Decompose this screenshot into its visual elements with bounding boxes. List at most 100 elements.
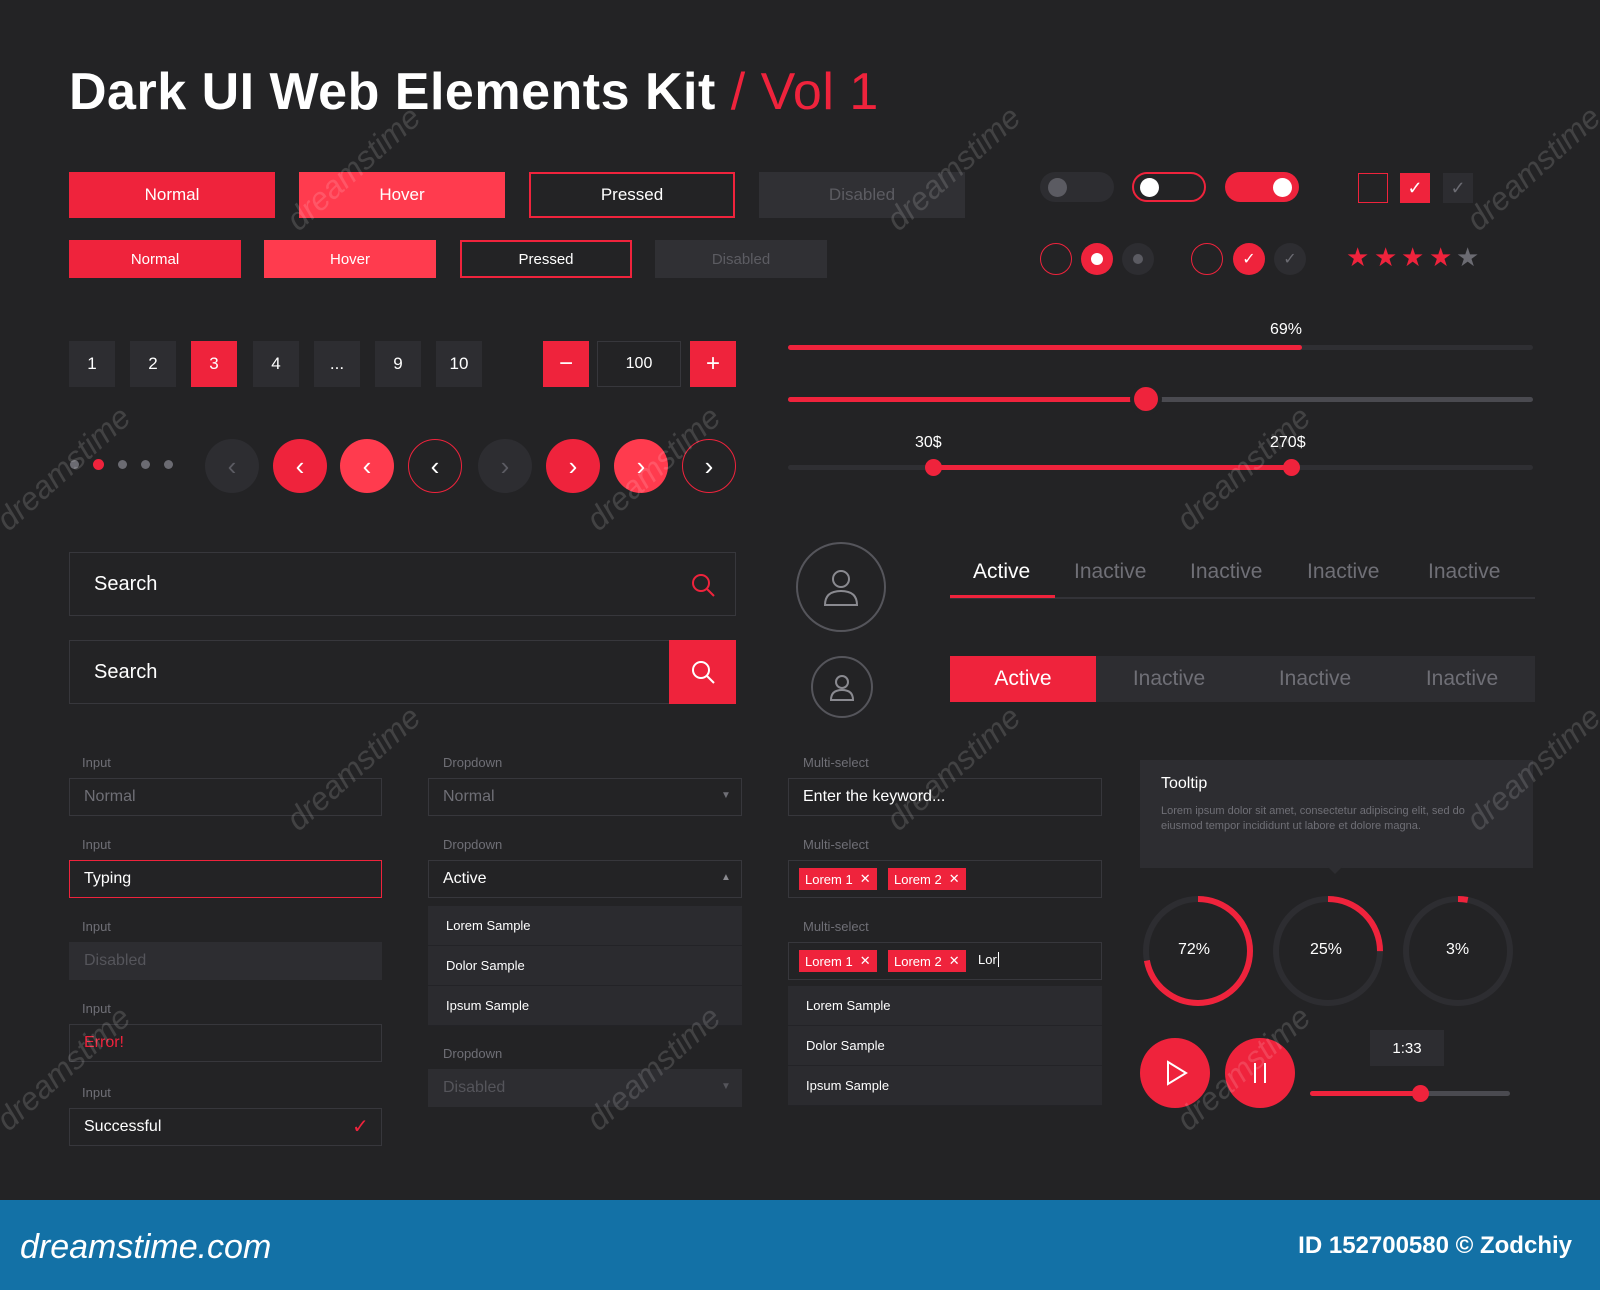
dropdown-normal[interactable]: Normal (428, 778, 742, 816)
watermark: dreamstime (0, 398, 138, 538)
carousel-dot-active[interactable] (93, 459, 104, 470)
multiselect-typing[interactable] (788, 942, 1102, 980)
button-pressed-small[interactable]: Pressed (460, 240, 632, 278)
multiselect-input[interactable]: Enter the keyword... (788, 778, 1102, 816)
footer-site: dreamstime.com (20, 1228, 272, 1266)
close-icon[interactable]: ✕ (948, 953, 960, 968)
dropdown-option[interactable]: Dolor Sample (428, 946, 742, 986)
tooltip-arrow (1327, 866, 1343, 874)
play-button[interactable] (1140, 1038, 1210, 1108)
multiselect-label: Multi-select (803, 919, 869, 934)
page-1[interactable]: 1 (69, 341, 115, 387)
toggle-on[interactable] (1225, 172, 1299, 202)
checkbox-checked[interactable]: ✓ (1400, 173, 1430, 203)
search-button[interactable] (669, 640, 736, 704)
segment-active[interactable]: Active (950, 656, 1096, 702)
radio-disabled (1122, 243, 1154, 275)
multiselect-tag[interactable]: Lorem 2✕ (888, 868, 966, 890)
range-handle-max[interactable] (1283, 459, 1300, 476)
input-normal[interactable]: Normal (69, 778, 382, 816)
input-error[interactable]: Error! (69, 1024, 382, 1062)
tab-inactive[interactable]: Inactive (1190, 560, 1263, 583)
multiselect-option[interactable]: Ipsum Sample (788, 1066, 1102, 1106)
prev-arrow-outlined[interactable]: ‹ (408, 439, 462, 493)
range-handle-min[interactable] (925, 459, 942, 476)
page-4[interactable]: 4 (253, 341, 299, 387)
radio-unselected[interactable] (1040, 243, 1072, 275)
carousel-dot[interactable] (164, 460, 173, 469)
multiselect-option[interactable]: Lorem Sample (788, 986, 1102, 1026)
multiselect-tag[interactable]: Lorem 1 ✕ (799, 868, 877, 890)
input-typing[interactable]: Typing (69, 860, 382, 898)
player-scrubber[interactable] (1412, 1085, 1429, 1102)
check-icon: ✓ (1283, 251, 1297, 268)
next-arrow-hover[interactable]: › (614, 439, 668, 493)
carousel-dot[interactable] (118, 460, 127, 469)
search-icon[interactable] (690, 572, 716, 598)
radio-check-unselected[interactable] (1191, 243, 1223, 275)
carousel-dot[interactable] (141, 460, 150, 469)
input-value: Disabled (84, 952, 147, 969)
radio-check-selected[interactable]: ✓ (1233, 243, 1265, 275)
button-pressed-large[interactable]: Pressed (529, 172, 735, 218)
button-normal-small[interactable]: Normal (69, 240, 241, 278)
close-icon[interactable]: ✕ (859, 871, 871, 886)
button-hover-small[interactable]: Hover (264, 240, 436, 278)
tooltip (1140, 760, 1533, 868)
next-arrow-button[interactable]: › (546, 439, 600, 493)
stepper-value[interactable]: 100 (597, 341, 681, 387)
radio-selected[interactable] (1081, 243, 1113, 275)
pause-icon (1254, 1063, 1266, 1083)
button-normal-large[interactable]: Normal (69, 172, 275, 218)
star-icon-empty[interactable]: ★ (1456, 242, 1480, 272)
input-success[interactable]: Successful (69, 1108, 382, 1146)
star-icon-filled[interactable]: ★ (1374, 242, 1398, 272)
button-hover-large[interactable]: Hover (299, 172, 505, 218)
carousel-dot[interactable] (70, 460, 79, 469)
range-max-label: 270$ (1270, 434, 1306, 451)
multiselect-with-tags[interactable] (788, 860, 1102, 898)
tab-inactive[interactable]: Inactive (1074, 560, 1147, 583)
multiselect-tag[interactable]: Lorem 2✕ (888, 950, 966, 972)
multiselect-tag[interactable]: Lorem 1✕ (799, 950, 877, 972)
close-icon[interactable]: ✕ (948, 871, 960, 886)
toggle-off-outlined[interactable] (1132, 172, 1206, 202)
avatar-small[interactable] (811, 656, 873, 718)
tab-inactive[interactable]: Inactive (1428, 560, 1501, 583)
stepper-minus-button[interactable]: − (543, 341, 589, 387)
dropdown-option[interactable]: Ipsum Sample (428, 986, 742, 1026)
tab-active[interactable]: Active (973, 560, 1031, 583)
page-9[interactable]: 9 (375, 341, 421, 387)
slider-fill (788, 397, 1146, 402)
star-icon-filled[interactable]: ★ (1429, 242, 1453, 272)
avatar-large[interactable] (796, 542, 886, 632)
slider-handle[interactable] (1133, 387, 1158, 411)
tag-label: Lorem 1 (805, 871, 853, 887)
player-time-tooltip: 1:33 (1370, 1030, 1444, 1066)
star-icon-filled[interactable]: ★ (1346, 242, 1370, 272)
segment-inactive[interactable]: Inactive (1425, 667, 1499, 690)
pause-button[interactable] (1225, 1038, 1295, 1108)
star-icon-filled[interactable]: ★ (1401, 242, 1425, 272)
prev-arrow-hover[interactable]: ‹ (340, 439, 394, 493)
player-fill (1310, 1091, 1420, 1096)
toggle-off[interactable] (1040, 172, 1114, 202)
segment-inactive[interactable]: Inactive (1278, 667, 1352, 690)
page-2[interactable]: 2 (130, 341, 176, 387)
prev-arrow-button[interactable]: ‹ (273, 439, 327, 493)
search-input-outline[interactable]: Search (69, 552, 736, 616)
stepper-plus-button[interactable]: + (690, 341, 736, 387)
checkbox-unchecked[interactable] (1358, 173, 1388, 203)
dropdown-active[interactable]: Active (428, 860, 742, 898)
next-arrow-outlined[interactable]: › (682, 439, 736, 493)
multiselect-option[interactable]: Dolor Sample (788, 1026, 1102, 1066)
segment-inactive[interactable]: Inactive (1132, 667, 1206, 690)
tab-inactive[interactable]: Inactive (1307, 560, 1380, 583)
close-icon[interactable]: ✕ (859, 953, 871, 968)
search-input-filled[interactable]: Search (69, 640, 736, 704)
dropdown-option[interactable]: Lorem Sample (428, 906, 742, 946)
user-icon (823, 570, 859, 606)
watermark: dreamstime (879, 698, 1028, 838)
page-3-active[interactable]: 3 (191, 341, 237, 387)
page-10[interactable]: 10 (436, 341, 482, 387)
